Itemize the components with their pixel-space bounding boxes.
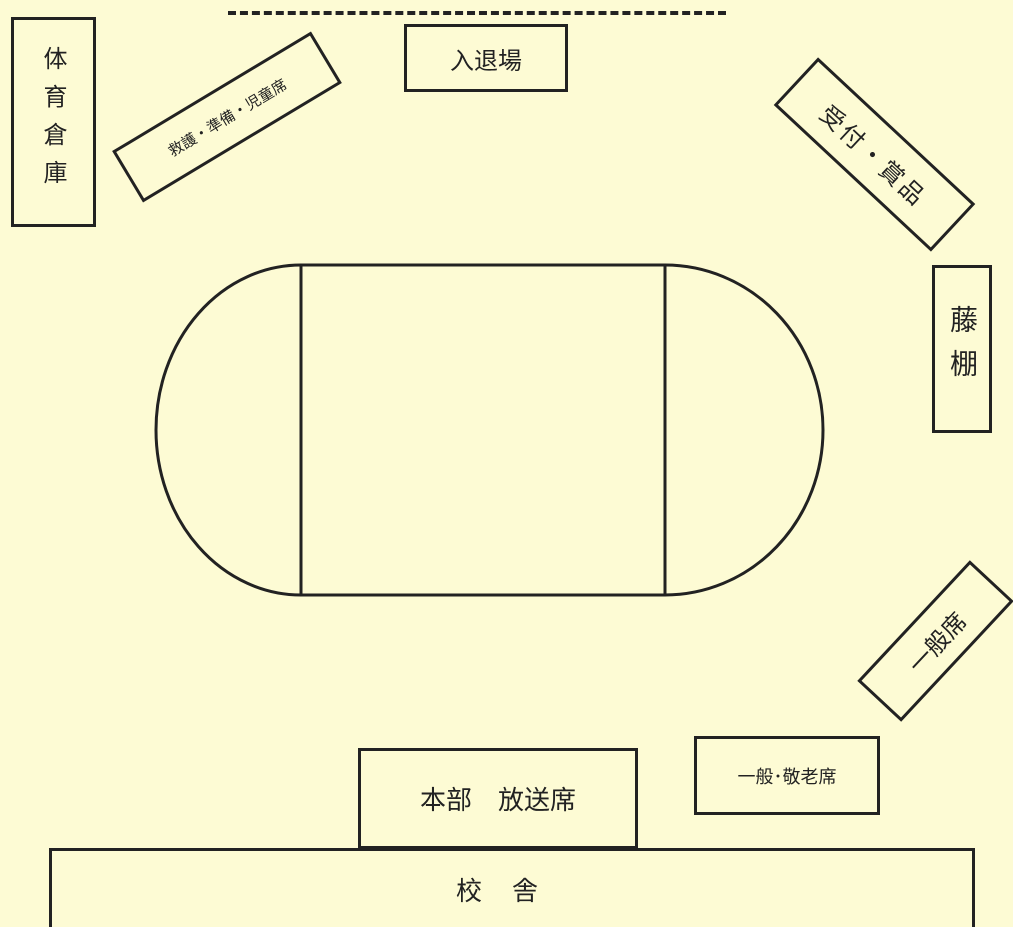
school-building-box: 校舎 — [49, 848, 975, 927]
track-outline — [154, 263, 825, 597]
wisteria-trellis-label: 藤棚 — [946, 305, 979, 393]
wisteria-trellis-box: 藤棚 — [932, 265, 992, 433]
headquarters-broadcast-label: 本部 放送席 — [419, 786, 576, 816]
school-building-label: 校舎 — [455, 876, 568, 907]
gym-storage-box: 体育倉庫 — [11, 17, 96, 227]
gate-dashed-line — [228, 11, 726, 15]
entrance-exit-label: 入退場 — [450, 46, 522, 75]
general-elderly-seats-box: 一般･敬老席 — [694, 736, 880, 815]
gym-storage-label: 体育倉庫 — [39, 46, 67, 198]
headquarters-broadcast-box: 本部 放送席 — [358, 748, 638, 849]
entrance-exit-box: 入退場 — [404, 24, 568, 92]
general-elderly-seats-label: 一般･敬老席 — [737, 766, 837, 788]
